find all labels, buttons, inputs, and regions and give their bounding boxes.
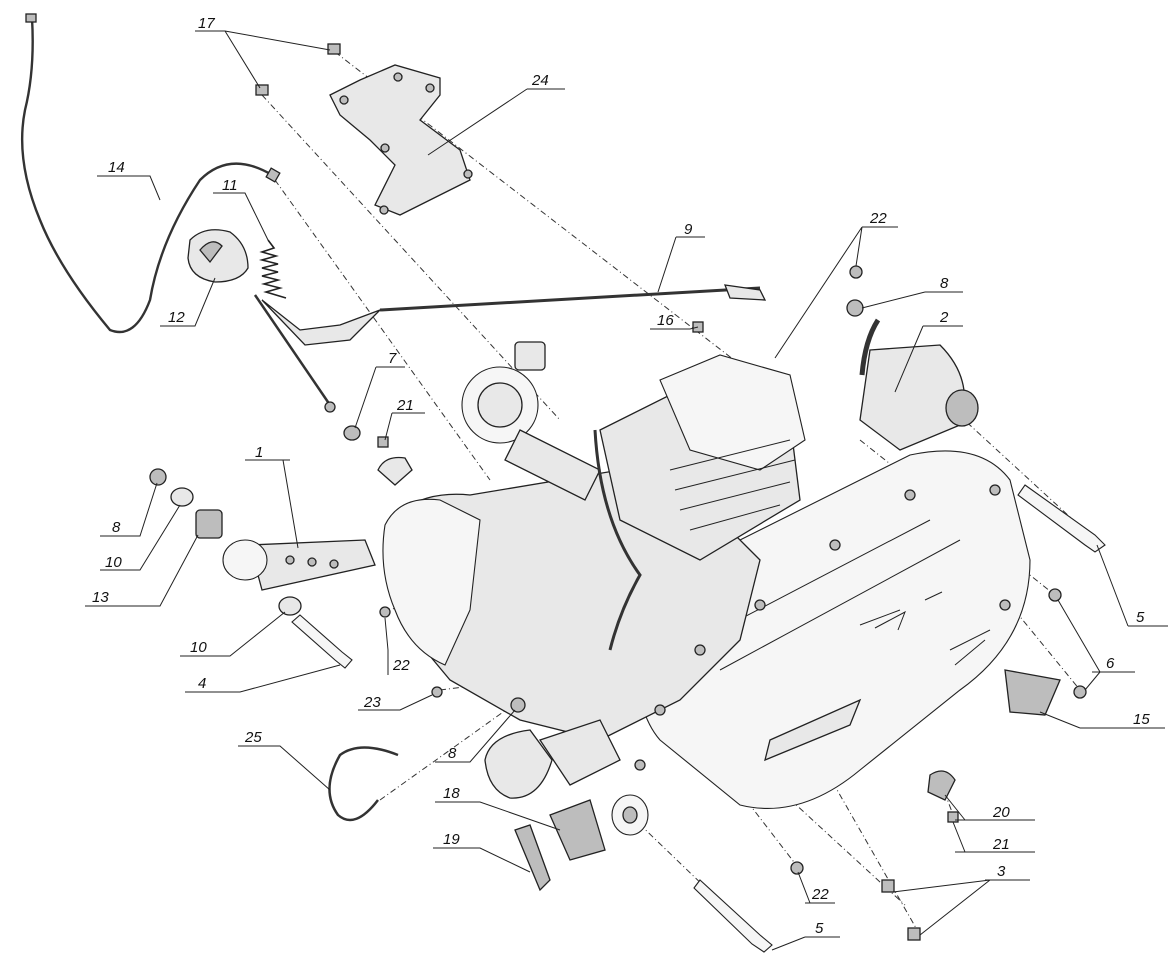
rod-link bbox=[261, 299, 381, 346]
bolt-4 bbox=[291, 614, 353, 669]
bushing-13 bbox=[195, 509, 223, 539]
callout-3: 3 bbox=[997, 863, 1006, 880]
coolant-pipe-2 bbox=[859, 318, 881, 376]
sleeve-18 bbox=[549, 799, 606, 861]
washer-10-lower bbox=[278, 596, 302, 616]
hose-clamp-22 bbox=[790, 861, 804, 875]
callout-18: 18 bbox=[443, 785, 460, 802]
cover-bolts bbox=[634, 484, 1011, 771]
clamp-19 bbox=[514, 824, 551, 892]
callout-10-left: 10 bbox=[105, 554, 122, 571]
callout-11: 11 bbox=[222, 177, 238, 194]
callout-4: 4 bbox=[198, 675, 206, 692]
throttle-rod bbox=[379, 286, 761, 312]
output-shaft bbox=[538, 719, 621, 786]
long-bolt-right bbox=[1017, 484, 1106, 553]
callout-8-left: 8 bbox=[112, 519, 121, 536]
hose-clamp-22 bbox=[379, 606, 391, 618]
lever-ball bbox=[324, 401, 336, 413]
callout-24: 24 bbox=[531, 72, 549, 89]
callout-22-top: 22 bbox=[869, 210, 887, 227]
callout-21-top: 21 bbox=[396, 397, 414, 414]
protective-cap bbox=[187, 229, 249, 283]
return-spring bbox=[258, 239, 287, 299]
cable-end bbox=[265, 167, 281, 183]
nut-8 bbox=[149, 468, 167, 486]
rubber-boot bbox=[484, 729, 553, 799]
callout-10-lower: 10 bbox=[190, 639, 207, 656]
front-mount-bore bbox=[622, 806, 638, 824]
callout-8-lower: 8 bbox=[448, 745, 457, 762]
callout-22-mid: 22 bbox=[392, 657, 410, 674]
callout-25: 25 bbox=[244, 729, 262, 746]
nut-8-lower bbox=[510, 697, 526, 713]
callout-7: 7 bbox=[388, 350, 397, 367]
callout-5-bottom: 5 bbox=[815, 920, 824, 937]
nut-6 bbox=[1073, 685, 1087, 699]
cable-end bbox=[25, 13, 37, 23]
nut-6 bbox=[1048, 588, 1062, 602]
intake-runner bbox=[504, 429, 601, 501]
clip-23 bbox=[431, 686, 443, 698]
cvt-cover-rib bbox=[699, 519, 991, 671]
chevron-mark bbox=[874, 591, 986, 666]
lever-rod bbox=[253, 294, 332, 406]
callout-6: 6 bbox=[1106, 655, 1115, 672]
nut-8-upper bbox=[846, 299, 864, 317]
callout-21-right: 21 bbox=[992, 836, 1010, 853]
throttle-body-inner bbox=[477, 382, 523, 428]
long-bolt-bottom bbox=[693, 879, 773, 953]
callout-17: 17 bbox=[198, 15, 215, 32]
callout-23: 23 bbox=[363, 694, 381, 711]
callout-9: 9 bbox=[684, 221, 693, 238]
head-fins bbox=[669, 439, 796, 531]
plate-15 bbox=[1004, 669, 1061, 716]
left-engine-cover bbox=[382, 498, 481, 666]
support-sleeve bbox=[222, 539, 268, 581]
throttle-cable bbox=[20, 17, 273, 334]
hose-clamp-22 bbox=[849, 265, 863, 279]
callout-1: 1 bbox=[255, 444, 263, 461]
callout-2: 2 bbox=[939, 309, 949, 326]
callout-8-top: 8 bbox=[940, 275, 949, 292]
throttle-sensor bbox=[514, 341, 546, 371]
callout-14: 14 bbox=[108, 159, 125, 176]
nut-7 bbox=[343, 425, 361, 441]
mounting-bracket bbox=[329, 64, 471, 216]
rod-end bbox=[723, 284, 767, 301]
bolt-17 bbox=[255, 43, 341, 96]
callout-19: 19 bbox=[443, 831, 460, 848]
bolt-3 bbox=[907, 927, 921, 941]
callout-labels: 17 24 14 11 12 9 22 8 2 16 7 21 1 8 10 1… bbox=[92, 15, 1150, 937]
callout-13: 13 bbox=[92, 589, 109, 606]
bolt-21 bbox=[377, 436, 389, 448]
leader-lines bbox=[85, 30, 1168, 951]
breather-hose bbox=[593, 429, 642, 651]
mount-bore bbox=[945, 389, 979, 427]
clamp bbox=[377, 456, 413, 486]
hose-25 bbox=[328, 746, 399, 822]
callout-12: 12 bbox=[168, 309, 185, 326]
valve-cover bbox=[659, 354, 806, 471]
bracket-holes bbox=[339, 72, 473, 215]
engine-assembly bbox=[382, 341, 1031, 836]
cvt-cover-vent bbox=[764, 698, 862, 762]
cap-inner bbox=[199, 241, 223, 264]
callout-5-right: 5 bbox=[1136, 609, 1145, 626]
callout-22-bottom: 22 bbox=[811, 886, 829, 903]
callout-20: 20 bbox=[992, 804, 1010, 821]
washer-10 bbox=[170, 487, 194, 507]
clip-20 bbox=[927, 770, 956, 801]
callout-15: 15 bbox=[1133, 711, 1150, 728]
callout-16: 16 bbox=[657, 312, 674, 329]
bolt-3 bbox=[881, 879, 895, 893]
bar-holes bbox=[285, 555, 339, 569]
